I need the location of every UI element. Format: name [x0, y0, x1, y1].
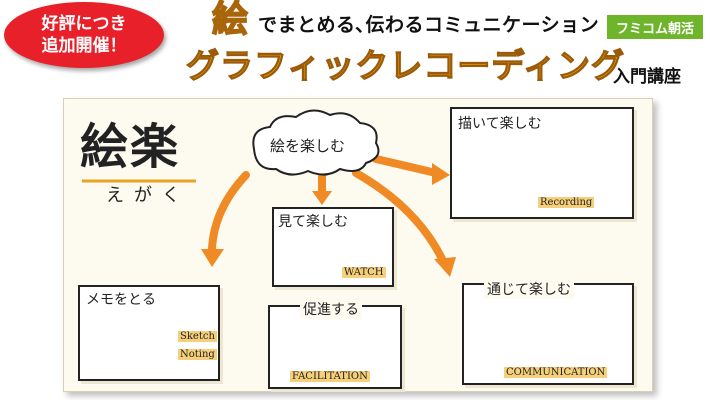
panel-sketch-caption-2-text: Noting [178, 349, 217, 360]
tagline: でまとめる､伝わるコミュニケーション [258, 14, 600, 36]
graphic-recording-illustration: 絵楽 えがく 絵を楽しむ 描いて楽しむ Recording 見て楽しむ WATC… [63, 98, 653, 392]
panel-communication-caption: COMMUNICATION [504, 367, 608, 378]
panel-facilitation-label: 促進する [300, 299, 362, 319]
panel-watch-caption: WATCH [342, 267, 386, 278]
panel-facilitation-caption-text: FACILITATION [290, 371, 370, 382]
cloud-label: 絵を楽しむ [270, 137, 346, 155]
panel-watch-caption-text: WATCH [342, 267, 386, 278]
panel-watch-label: 見て楽しむ [278, 214, 348, 230]
panel-sketch-caption-1-text: Sketch [178, 331, 217, 342]
panel-communication-caption-text: COMMUNICATION [504, 367, 608, 378]
panel-sketch-caption-1: Sketch [178, 331, 217, 342]
panel-communication-label: 通じて楽しむ [484, 279, 574, 299]
badge-line-1: 好評につき [41, 14, 127, 34]
big-kanji: 絵 [211, 0, 249, 40]
arrow-head-center [312, 191, 332, 205]
arrow-head-left [201, 249, 224, 267]
organizer-tag: フミコム朝活 [607, 15, 703, 39]
panel-recording-caption-text: Recording [538, 197, 595, 208]
badge-line-2: 追加開催！ [41, 36, 127, 56]
panel-recording-label: 描いて楽しむ [458, 116, 542, 132]
panel-facilitation-caption: FACILITATION [290, 371, 370, 382]
promo-badge: 好評につき 追加開催！ [4, 2, 164, 68]
panel-recording-caption: Recording [538, 197, 595, 208]
panel-sketch-caption-2: Noting [178, 349, 217, 360]
logo-reading: えがく [106, 185, 190, 206]
arrow-head-right [434, 257, 456, 277]
panel-sketch-label: メモをとる [86, 292, 156, 308]
cloud-shape [252, 109, 380, 176]
arrow-head-right-top [432, 163, 450, 185]
logo-text: 絵楽 [80, 119, 181, 175]
page-title-suffix: 入門講座 [613, 67, 681, 87]
page-title: グラフィックレコーディング [185, 45, 626, 85]
